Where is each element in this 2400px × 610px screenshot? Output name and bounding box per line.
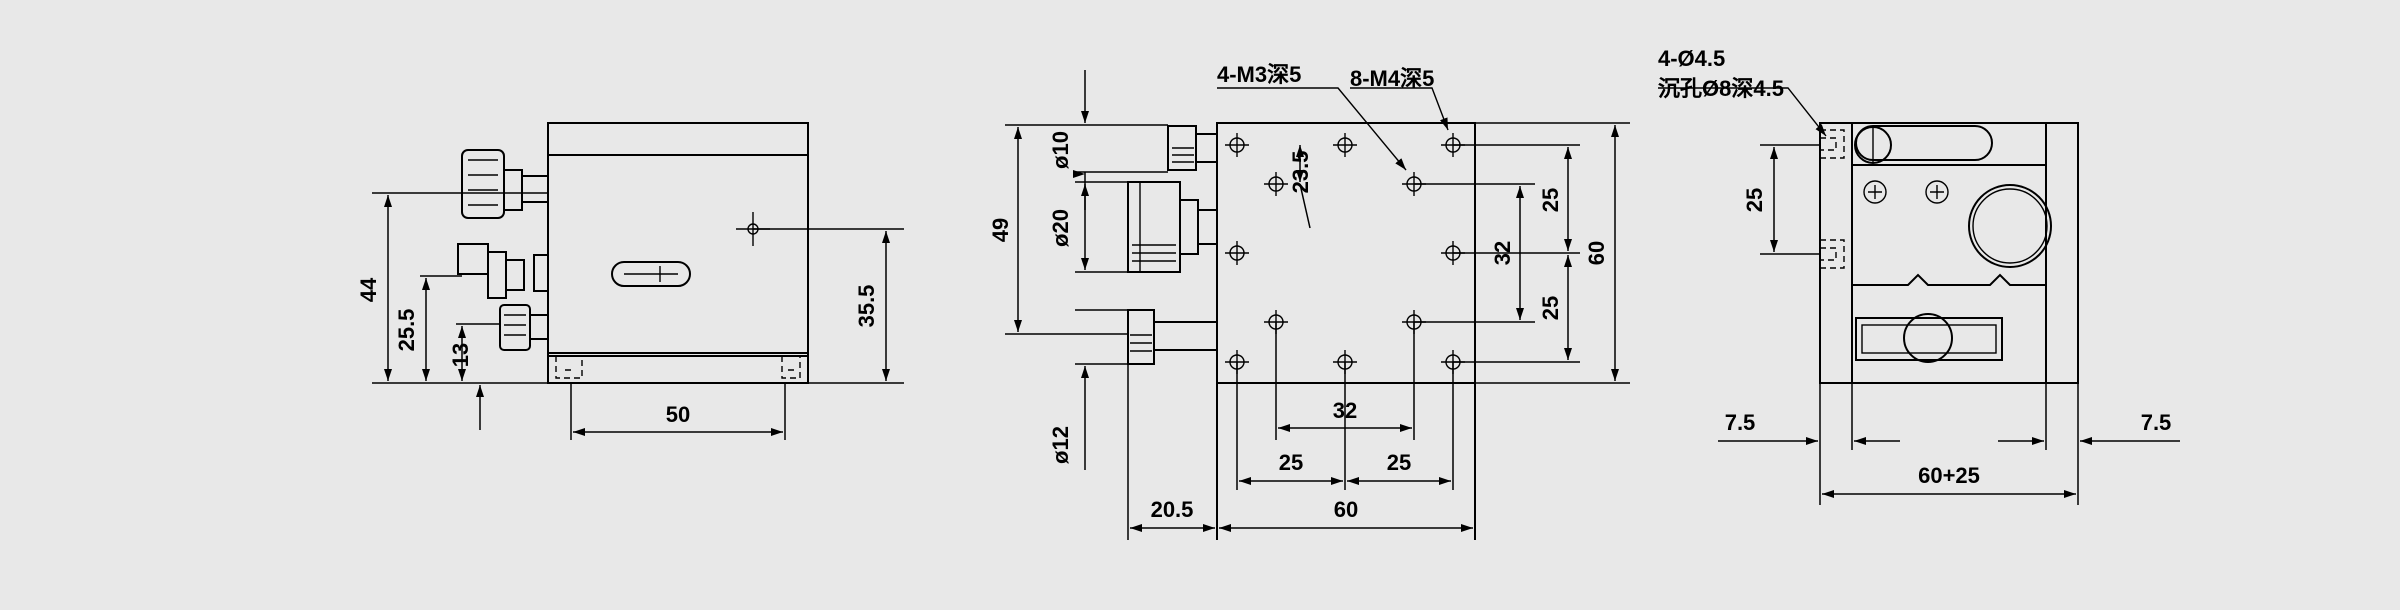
hole-m4-2 — [1333, 133, 1357, 157]
lock-knob — [1854, 126, 1892, 164]
stage-base — [547, 352, 809, 384]
dim-7-5-right: 7.5 — [2141, 410, 2172, 435]
micrometer-head — [1968, 184, 2052, 268]
dim-25-right: 25 — [1387, 450, 1411, 475]
top-slot — [1855, 125, 1993, 161]
counterbore-bottom — [1820, 239, 1845, 269]
slot-handle — [611, 261, 691, 287]
hidden-holes — [555, 356, 801, 379]
dim-phi20: ø20 — [1048, 209, 1073, 247]
dim-60-vertical: 60 — [1584, 241, 1609, 265]
dim-phi10: ø10 — [1048, 131, 1073, 169]
dim-49: 49 — [988, 218, 1013, 242]
dim-25-lower: 25 — [1538, 296, 1563, 320]
dim-32-vertical: 32 — [1490, 241, 1515, 265]
dim-25-upper: 25 — [1538, 188, 1563, 212]
counterbore-top — [1820, 129, 1845, 159]
dim-20-5: 20.5 — [1151, 497, 1194, 522]
screw-1-icon — [1863, 180, 1887, 204]
left-side-view: 44 25.5 13 35.5 50 — [356, 122, 904, 440]
dim-phi12: ø12 — [1048, 426, 1073, 464]
dim-50: 50 — [666, 402, 690, 427]
screw-2-icon — [1925, 180, 1949, 204]
hole-m4-1 — [1225, 133, 1249, 157]
dim-13: 13 — [448, 343, 473, 367]
knob-phi20 — [1127, 181, 1181, 273]
callout-m4: 8-M4深5 — [1350, 66, 1434, 91]
hole-m4-4 — [1225, 241, 1249, 265]
dim-25: 25 — [1742, 188, 1767, 212]
dim-60-horizontal: 60 — [1334, 497, 1358, 522]
dim-23-5: 23.5 — [1288, 151, 1313, 194]
bottom-slot — [1855, 317, 2003, 361]
hole-m3-1 — [1264, 172, 1288, 196]
dim-60-plus-25: 60+25 — [1918, 463, 1980, 488]
stage-top-plate — [1216, 122, 1476, 384]
callout-hole: 4-Ø4.5 — [1658, 46, 1725, 71]
dim-7-5-left: 7.5 — [1725, 410, 1756, 435]
callout-m3: 4-M3深5 — [1217, 62, 1301, 87]
bottom-lock-knob — [1903, 313, 1953, 363]
stage-body — [547, 122, 809, 357]
micrometer-knob-bottom — [499, 304, 531, 351]
center-top-view: 4-M3深5 8-M4深5 ø10 ø20 49 ø12 23.5 — [988, 62, 1630, 540]
threaded-holes — [1225, 133, 1465, 374]
dim-25-5: 25.5 — [394, 309, 419, 352]
lock-knob-small — [457, 243, 489, 275]
dim-44: 44 — [356, 277, 381, 302]
dim-25-left: 25 — [1279, 450, 1303, 475]
dim-32-horizontal: 32 — [1333, 398, 1357, 423]
stage-front-body — [1819, 122, 2079, 384]
dim-35-5: 35.5 — [854, 285, 879, 328]
knob-phi12 — [1127, 309, 1155, 365]
callout-counterbore: 沉孔Ø8深4.5 — [1658, 76, 1784, 101]
right-front-view: 4-Ø4.5 沉孔Ø8深4.5 25 7.5 7.5 60+25 — [1658, 46, 2180, 505]
